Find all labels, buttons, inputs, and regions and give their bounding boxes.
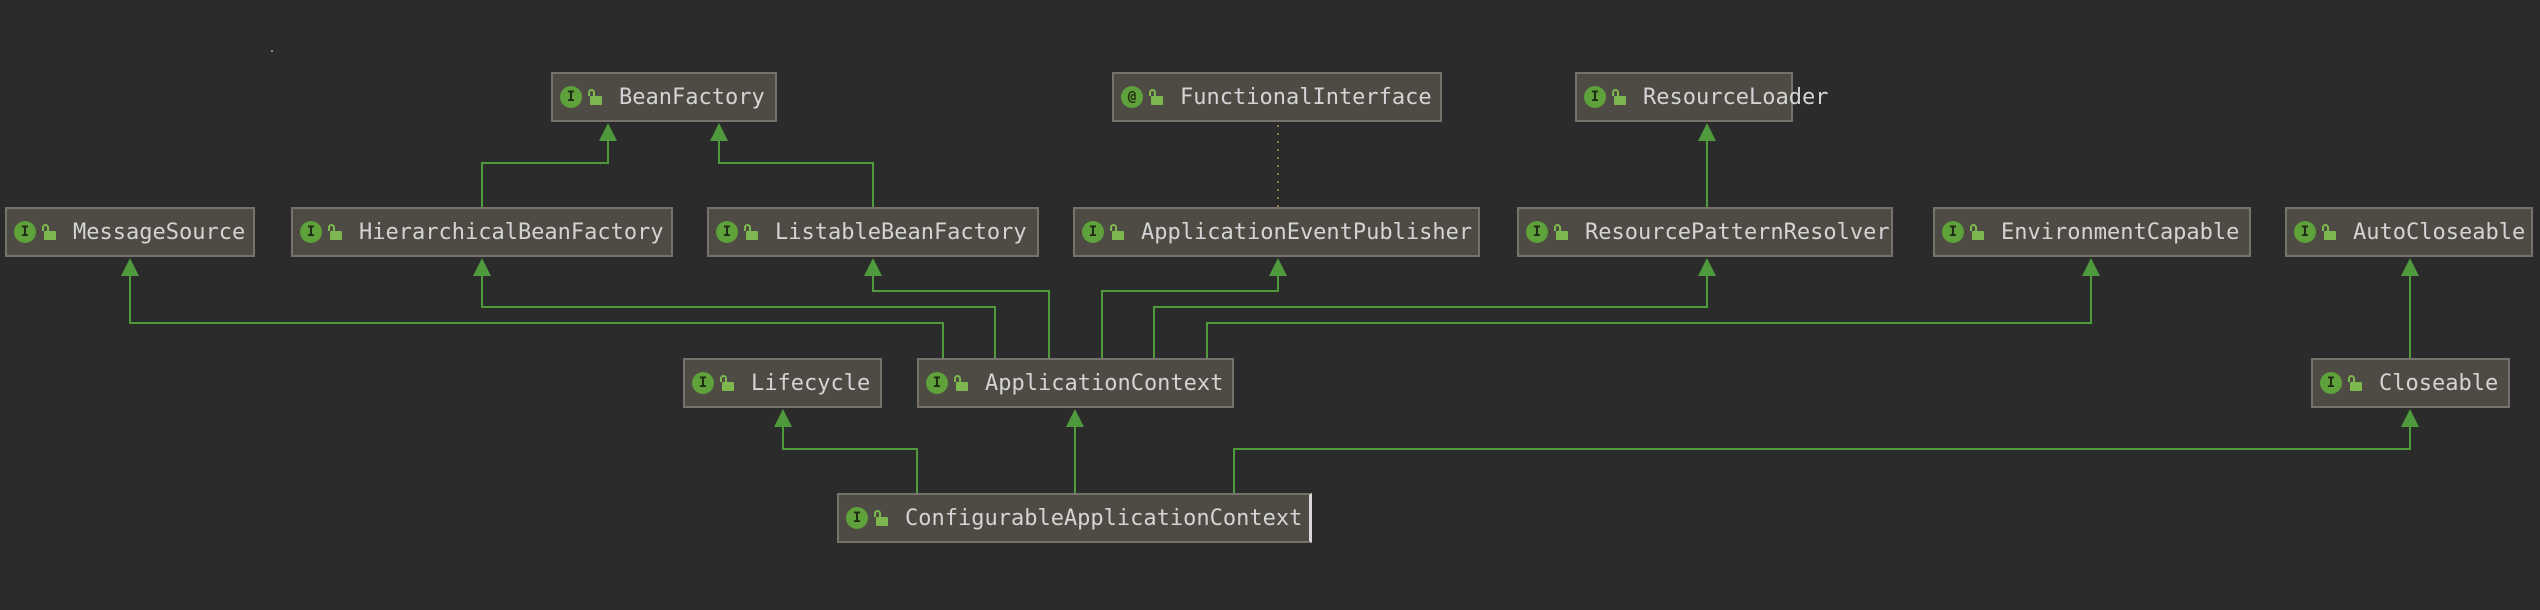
- edge-application-context-to-listable-bean-factory: [864, 258, 1050, 358]
- open-lock-icon: [1148, 89, 1164, 105]
- node-label: Lifecycle: [751, 370, 871, 396]
- node-bean-factory[interactable]: I BeanFactory: [551, 72, 777, 122]
- arrowhead: [864, 258, 882, 276]
- open-lock-icon: [1109, 224, 1125, 240]
- edge-configurable-application-context-to-application-context: [1066, 409, 1084, 493]
- node-label: ResourceLoader: [1643, 84, 1829, 110]
- edge-application-context-to-hierarchical-bean-factory: [473, 258, 996, 358]
- arrowhead: [473, 258, 491, 276]
- node-environment-capable[interactable]: I EnvironmentCapable: [1933, 207, 2251, 257]
- node-label: ApplicationContext: [985, 370, 1224, 396]
- interface-icon: I: [1082, 221, 1104, 243]
- node-label: ApplicationEventPublisher: [1141, 219, 1473, 245]
- node-hierarchical-bean-factory[interactable]: I HierarchicalBeanFactory: [291, 207, 673, 257]
- arrowhead: [599, 123, 617, 141]
- node-label: ResourcePatternResolver: [1585, 219, 1890, 245]
- arrowhead: [2401, 258, 2419, 276]
- interface-icon: I: [846, 507, 868, 529]
- interface-icon: I: [926, 372, 948, 394]
- open-lock-icon: [2321, 224, 2337, 240]
- interface-icon: I: [14, 221, 36, 243]
- arrowhead: [2401, 409, 2419, 427]
- open-lock-icon: [327, 224, 343, 240]
- interface-icon: I: [716, 221, 738, 243]
- node-resource-pattern-resolver[interactable]: I ResourcePatternResolver: [1517, 207, 1893, 257]
- node-application-event-publisher[interactable]: I ApplicationEventPublisher: [1073, 207, 1480, 257]
- node-auto-closeable[interactable]: I AutoCloseable: [2285, 207, 2533, 257]
- edge-application-context-to-environment-capable: [1206, 258, 2100, 358]
- edge-resource-pattern-resolver-to-resource-loader: [1698, 123, 1716, 207]
- interface-icon: I: [1526, 221, 1548, 243]
- edge-hierarchical-bean-factory-to-bean-factory: [481, 123, 617, 207]
- edge-application-context-to-application-event-publisher: [1101, 258, 1287, 358]
- node-label: ListableBeanFactory: [775, 219, 1027, 245]
- edge-closeable-to-auto-closeable: [2401, 258, 2419, 358]
- open-lock-icon: [1969, 224, 1985, 240]
- node-label: MessageSource: [73, 219, 246, 245]
- open-lock-icon: [953, 375, 969, 391]
- edge-application-context-to-message-source: [121, 258, 944, 358]
- open-lock-icon: [873, 510, 889, 526]
- arrowhead: [1269, 258, 1287, 276]
- annotation-type-icon: @: [1121, 86, 1143, 108]
- interface-icon: I: [1942, 221, 1964, 243]
- open-lock-icon: [719, 375, 735, 391]
- node-message-source[interactable]: I MessageSource: [5, 207, 255, 257]
- node-label: AutoCloseable: [2353, 219, 2526, 245]
- arrowhead: [1698, 123, 1716, 141]
- arrowhead: [121, 258, 139, 276]
- open-lock-icon: [41, 224, 57, 240]
- node-label: BeanFactory: [619, 84, 765, 110]
- open-lock-icon: [743, 224, 759, 240]
- node-functional-interface[interactable]: @ FunctionalInterface: [1112, 72, 1442, 122]
- interface-icon: I: [2320, 372, 2342, 394]
- open-lock-icon: [1553, 224, 1569, 240]
- edge-configurable-application-context-to-closeable: [1233, 409, 2419, 493]
- stray-dot: [271, 50, 273, 52]
- node-closeable[interactable]: I Closeable: [2311, 358, 2510, 408]
- node-configurable-application-context[interactable]: I ConfigurableApplicationContext: [837, 493, 1312, 543]
- arrowhead: [1698, 258, 1716, 276]
- arrowhead: [710, 123, 728, 141]
- interface-icon: I: [692, 372, 714, 394]
- arrowhead: [1066, 409, 1084, 427]
- node-label: Closeable: [2379, 370, 2499, 396]
- edge-listable-bean-factory-to-bean-factory: [710, 123, 874, 207]
- interface-icon: I: [300, 221, 322, 243]
- arrowhead: [2082, 258, 2100, 276]
- node-label: FunctionalInterface: [1180, 84, 1432, 110]
- open-lock-icon: [587, 89, 603, 105]
- node-listable-bean-factory[interactable]: I ListableBeanFactory: [707, 207, 1039, 257]
- interface-icon: I: [1584, 86, 1606, 108]
- node-lifecycle[interactable]: I Lifecycle: [683, 358, 882, 408]
- interface-icon: I: [560, 86, 582, 108]
- node-label: HierarchicalBeanFactory: [359, 219, 664, 245]
- interface-icon: I: [2294, 221, 2316, 243]
- open-lock-icon: [1611, 89, 1627, 105]
- open-lock-icon: [2347, 375, 2363, 391]
- node-label: EnvironmentCapable: [2001, 219, 2240, 245]
- edge-configurable-application-context-to-lifecycle: [774, 409, 918, 493]
- node-application-context[interactable]: I ApplicationContext: [917, 358, 1234, 408]
- node-label: ConfigurableApplicationContext: [905, 505, 1303, 531]
- edge-application-context-to-resource-pattern-resolver: [1153, 258, 1716, 358]
- node-resource-loader[interactable]: I ResourceLoader: [1575, 72, 1828, 122]
- arrowhead: [774, 409, 792, 427]
